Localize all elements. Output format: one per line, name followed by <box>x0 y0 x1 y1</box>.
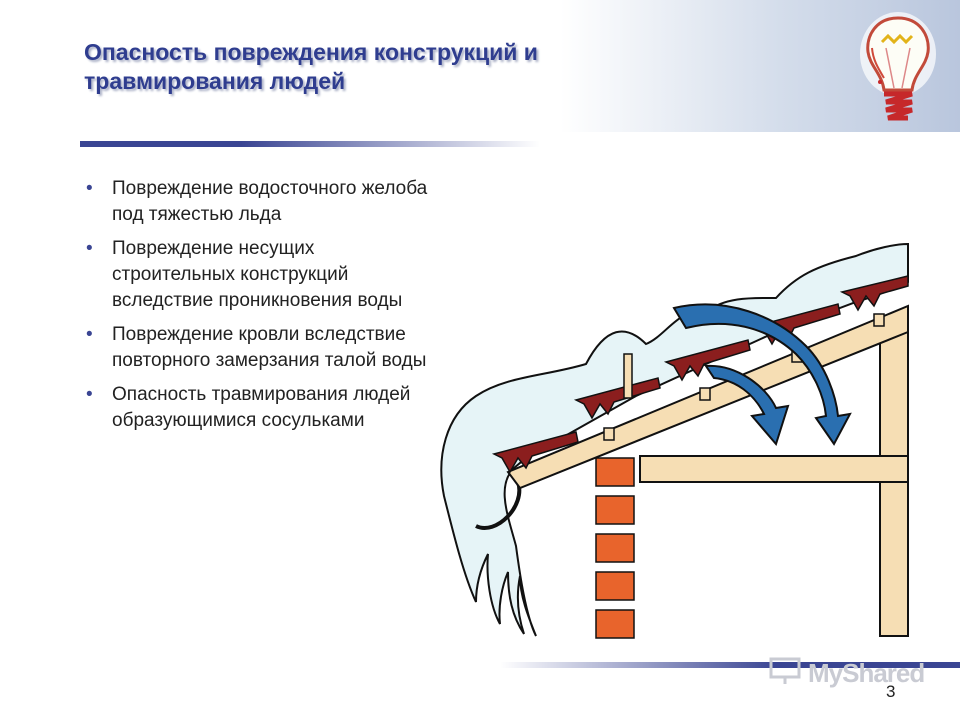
presentation-board-icon <box>769 657 801 684</box>
ice-mass <box>440 242 909 637</box>
bullet-text: Повреждение несущих строительных констру… <box>112 238 403 311</box>
water-arrow <box>672 303 852 446</box>
bullet-text: Опасность травмирования людей образующим… <box>112 384 411 431</box>
watermark-text: MyShared <box>808 658 925 688</box>
gutter <box>475 481 522 530</box>
page-number: 3 <box>886 682 896 701</box>
bullet-text: Повреждение кровли вследствие повторного… <box>112 324 427 371</box>
bullet-dot-icon: • <box>86 178 93 199</box>
footer-rule <box>500 662 960 668</box>
bullet-dot-icon: • <box>86 324 93 345</box>
brick-wall <box>595 457 635 639</box>
roof-ice-illustration <box>440 242 909 639</box>
bullet-list: • Повреждение водосточного желоба под тяж… <box>86 176 436 442</box>
bullet-item: • Опасность травмирования людей образующи… <box>86 382 436 434</box>
ice-stake <box>623 353 633 399</box>
bullet-text: Повреждение водосточного желоба под тяже… <box>112 178 428 225</box>
lightbulb-icon <box>860 12 936 121</box>
bullet-dot-icon: • <box>86 384 93 405</box>
water-arrow <box>704 364 790 447</box>
bullet-item: • Повреждение кровли вследствие повторног… <box>86 322 436 374</box>
title-underline <box>80 141 540 147</box>
slide-title: Опасность повреждения конструкций и трав… <box>84 39 538 94</box>
bullet-dot-icon: • <box>86 238 93 259</box>
bullet-item: • Повреждение водосточного желоба под тяж… <box>86 176 436 228</box>
ceiling-beam <box>639 455 909 483</box>
watermark: MyShared <box>768 656 928 688</box>
bullet-item: • Повреждение несущих строительных констр… <box>86 236 436 314</box>
